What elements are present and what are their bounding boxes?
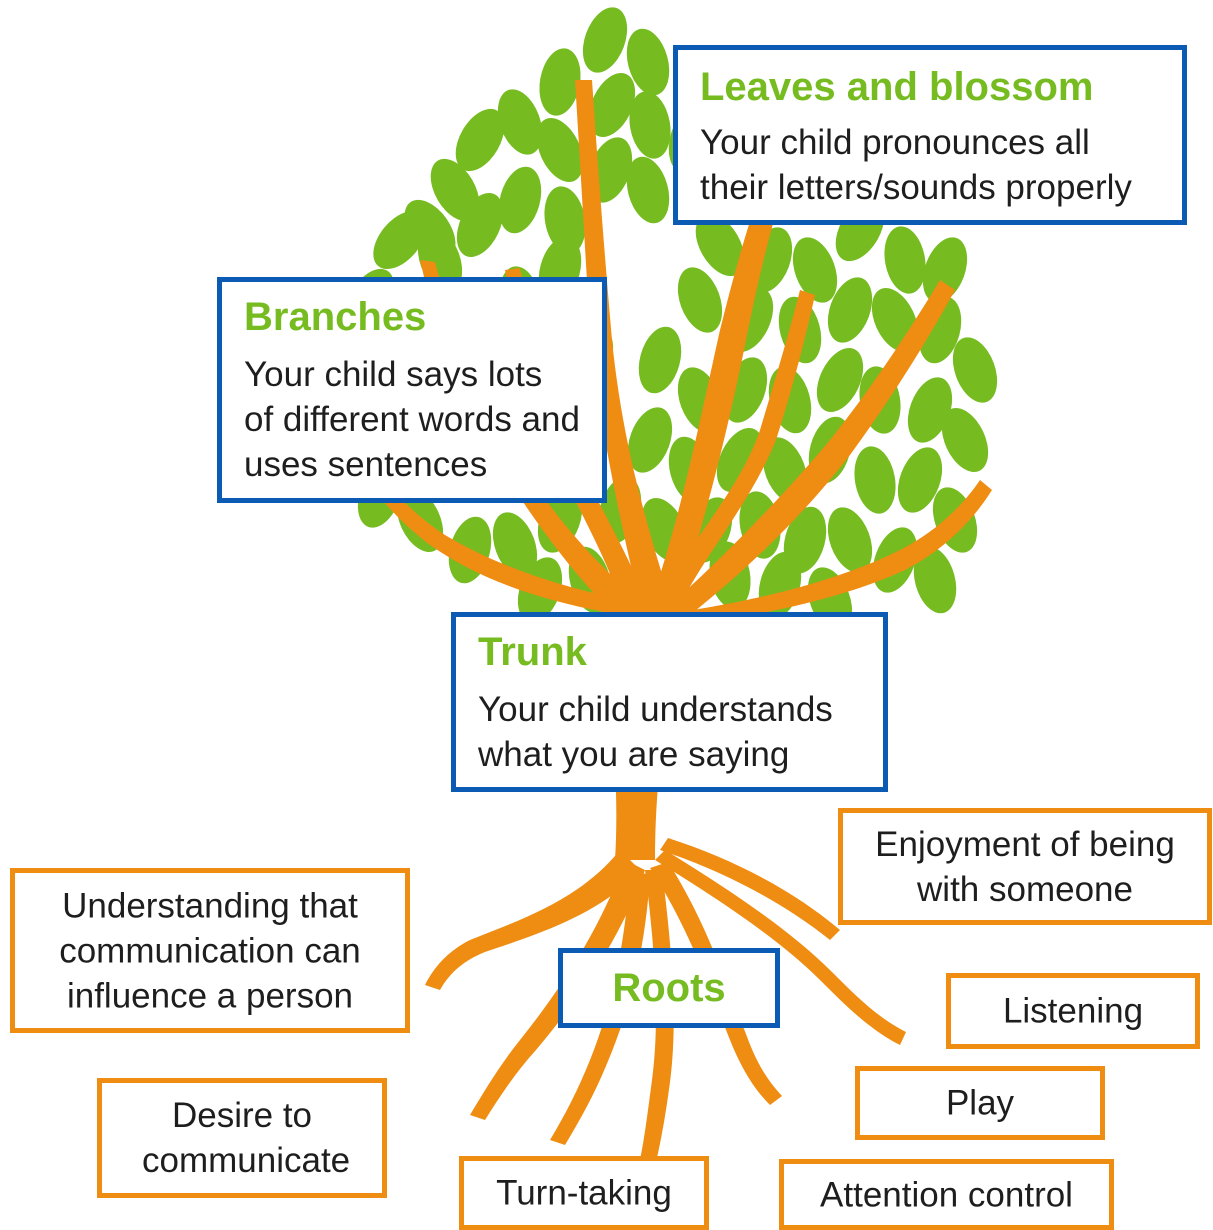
roots-box: Roots: [558, 948, 780, 1028]
branches-title: Branches: [244, 295, 427, 339]
leaf: [539, 48, 581, 116]
branch: [365, 468, 615, 612]
leaf: [792, 237, 838, 303]
leaf: [816, 348, 864, 412]
leaf: [627, 407, 673, 473]
play-label: Play: [945, 1083, 1015, 1123]
leaf: [404, 199, 456, 261]
leaf: [430, 158, 480, 222]
leaf: [536, 118, 584, 182]
leaf: [907, 377, 953, 443]
branch: [665, 280, 955, 615]
leaf: [897, 447, 943, 513]
leaf: [941, 408, 989, 472]
root: [660, 838, 840, 940]
root: [655, 850, 906, 1045]
listening-label: Listening: [1002, 991, 1144, 1031]
leaves-box: Leaves and blossom Your child pronounces…: [673, 45, 1187, 225]
leaf: [588, 73, 636, 137]
root: [550, 870, 650, 1145]
leaf: [827, 507, 873, 573]
branch: [575, 80, 670, 605]
leaf: [498, 166, 542, 234]
leaf: [827, 277, 873, 343]
leaf: [854, 446, 896, 514]
leaf: [922, 237, 968, 303]
turn-taking-box: Turn-taking: [459, 1156, 709, 1230]
leaf: [884, 226, 926, 294]
listening-box: Listening: [946, 973, 1200, 1049]
leaf: [582, 7, 628, 73]
leaf: [638, 326, 682, 394]
enjoyment-label: Enjoyment of being with someone: [875, 824, 1175, 909]
root: [425, 850, 640, 990]
attention-label: Attention control: [820, 1175, 1073, 1214]
play-box: Play: [855, 1066, 1105, 1140]
trunk-title: Trunk: [478, 630, 587, 674]
leaf: [626, 28, 670, 96]
leaf: [913, 546, 957, 614]
leaf: [492, 512, 538, 578]
branch: [680, 480, 992, 625]
leaf: [497, 89, 543, 155]
roots-title: Roots: [612, 966, 726, 1010]
leaf: [695, 213, 745, 277]
leaf: [544, 186, 586, 254]
leaf: [626, 156, 670, 224]
leaf: [455, 108, 505, 172]
leaves-title: Leaves and blossom: [700, 65, 1094, 109]
leaf: [952, 337, 998, 403]
trunk-body: Your child understands what you are sayi…: [478, 690, 833, 774]
tree-trunk-and-branches: [365, 80, 992, 1162]
desire-box: Desire to communicate: [97, 1078, 387, 1198]
leaf: [456, 193, 504, 257]
understanding-label: Understanding that communication can inf…: [59, 886, 361, 1015]
trunk-box: Trunk Your child understands what you ar…: [451, 612, 888, 792]
enjoyment-box: Enjoyment of being with someone: [838, 808, 1212, 925]
turn-taking-label: Turn-taking: [496, 1173, 672, 1213]
attention-box: Attention control: [779, 1159, 1114, 1230]
understanding-box: Understanding that communication can inf…: [10, 868, 410, 1033]
leaf: [629, 91, 671, 159]
root: [470, 860, 645, 1120]
branches-body: Your child says lots of different words …: [244, 355, 580, 484]
desire-label: Desire to communicate: [142, 1096, 351, 1180]
branch: [660, 290, 815, 605]
leaves-body: Your child pronounces all their letters/…: [700, 123, 1132, 207]
branches-box: Branches Your child says lots of differe…: [217, 277, 607, 503]
branch: [650, 120, 805, 605]
leaf: [677, 267, 723, 333]
